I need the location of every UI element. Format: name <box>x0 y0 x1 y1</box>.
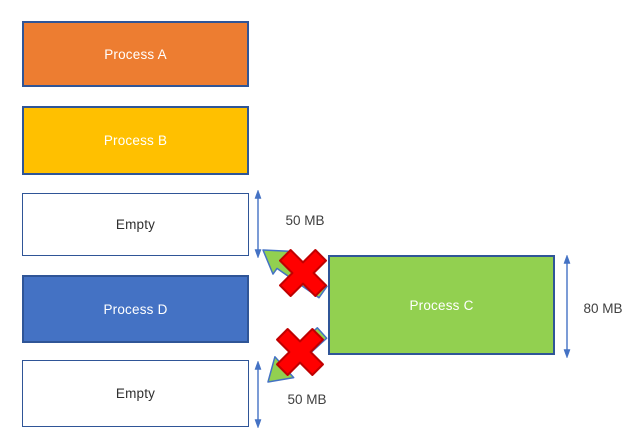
process-b-label: Process B <box>103 133 168 148</box>
memory-block-empty-1: Empty <box>22 193 249 256</box>
move-arrow-c-to-empty-1-icon <box>262 249 328 299</box>
process-d-label: Process D <box>103 301 168 317</box>
measure-arrow-empty-1 <box>254 189 262 259</box>
memory-block-process-a: Process A <box>22 21 249 87</box>
blocked-cross-lower-icon <box>276 328 324 376</box>
measure-arrow-process-c <box>563 254 571 359</box>
measure-arrow-empty-2 <box>254 360 262 429</box>
memory-block-process-d: Process D <box>22 275 249 343</box>
process-c-label: Process C <box>409 297 474 313</box>
memory-block-process-c: Process C <box>328 255 555 355</box>
empty-2-label: Empty <box>115 386 156 401</box>
memory-block-process-b: Process B <box>22 106 249 175</box>
move-arrow-c-to-empty-2-icon <box>267 327 328 383</box>
empty-1-label: Empty <box>115 217 156 232</box>
memory-block-empty-2: Empty <box>22 360 249 427</box>
process-a-label: Process A <box>104 46 167 62</box>
size-label-process-c: 80 MB <box>583 301 623 316</box>
size-label-empty-2: 50 MB <box>287 392 327 407</box>
size-label-empty-1: 50 MB <box>285 213 325 228</box>
